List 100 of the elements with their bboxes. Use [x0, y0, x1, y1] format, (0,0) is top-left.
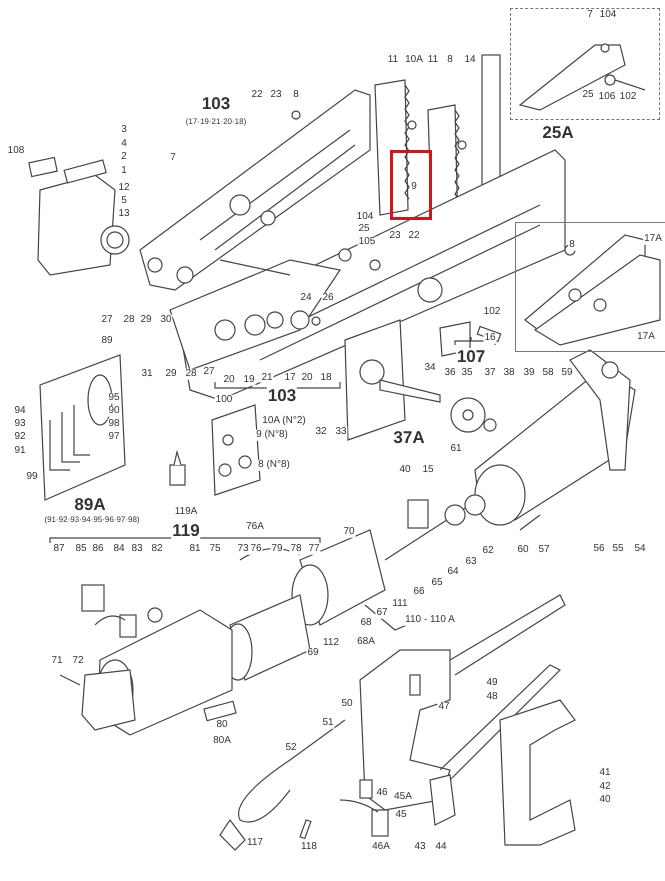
callout-number: 119A [174, 506, 198, 518]
callout-number: 55 [611, 544, 625, 554]
callout-number: 98 [107, 418, 121, 430]
callout-number: 49 [485, 678, 499, 688]
inset-frame [515, 222, 665, 352]
callout-number: 79 [270, 544, 284, 554]
part-list-note: (17·19·21·20·18) [184, 118, 248, 126]
callout-number: 99 [25, 472, 39, 482]
callout-number: 94 [13, 406, 27, 416]
callout-number: 56 [592, 544, 606, 554]
callout-number: 110 - 110 A [404, 614, 456, 626]
callout-number: 105 [358, 236, 376, 248]
callout-number: 32 [314, 426, 328, 438]
callout-number: 82 [150, 544, 164, 554]
callout-number: 40 [598, 794, 612, 806]
callout-number: 38 [502, 368, 516, 378]
callout-number: 91 [13, 446, 27, 456]
callout-number: 118 [300, 842, 318, 852]
callout-number: 104 [356, 212, 374, 222]
callout-number: 75 [208, 544, 222, 554]
callout-number: 28 [184, 368, 198, 380]
callout-number: 17A [643, 234, 663, 244]
callout-number: 83 [130, 544, 144, 554]
callout-number: 33 [334, 426, 348, 438]
callout-number: 90 [107, 406, 121, 416]
callout-number: 84 [112, 544, 126, 554]
callout-number: 19 [242, 374, 256, 386]
callout-number: 10A [404, 54, 424, 66]
callout-number: 25 [581, 90, 595, 100]
callout-number: 80 [215, 720, 229, 730]
callout-number: 36 [443, 368, 457, 378]
callout-number: 26 [321, 292, 335, 304]
callout-number: 28 [122, 314, 136, 326]
callout-number: 23 [388, 230, 402, 242]
callout-number: 70 [342, 526, 356, 538]
callout-number: 29 [139, 314, 153, 326]
callout-number: 77 [307, 544, 321, 554]
callout-number: 58 [541, 368, 555, 378]
callout-number: 10A (N°2) [261, 416, 307, 426]
callout-number: 8 [446, 54, 454, 66]
callout-number: 78 [289, 544, 303, 554]
callout-number: 18 [319, 372, 333, 384]
callout-number: 48 [485, 692, 499, 702]
callout-number: 9 [410, 182, 418, 192]
callout-number: 119 [171, 522, 201, 540]
callout-number: 20 [222, 374, 236, 386]
callout-number: 37 [483, 368, 497, 378]
callout-number: 15 [421, 464, 435, 476]
callout-number: 46A [371, 842, 391, 852]
callout-number: 60 [516, 544, 530, 556]
callout-number: 89 [100, 336, 114, 346]
callout-number: 8 (N°8) [257, 460, 291, 470]
callout-number: 8 [292, 90, 300, 100]
callout-number: 93 [13, 418, 27, 430]
callout-number: 62 [481, 546, 495, 556]
callout-number: 108 [6, 146, 26, 156]
callout-number: 92 [13, 432, 27, 442]
callout-number: 68 [359, 618, 373, 628]
callout-number: 54 [633, 544, 647, 554]
callout-number: 9 (N°8) [255, 430, 289, 440]
callout-number: 87 [52, 544, 66, 554]
callout-number: 30 [159, 314, 173, 326]
callout-number: 65 [430, 578, 444, 588]
callout-number: 3 [120, 124, 128, 136]
callout-number: 20 [300, 372, 314, 384]
callout-number: 102 [618, 92, 638, 102]
callout-number: 23 [269, 90, 283, 100]
callout-number: 76 [249, 544, 263, 554]
callout-number: 80A [212, 736, 232, 746]
callout-number: 16 [483, 332, 497, 344]
callout-number: 57 [537, 544, 551, 556]
callout-number: 50 [340, 698, 354, 710]
callout-number: 29 [164, 368, 178, 380]
callout-number: 25 [357, 224, 371, 234]
callout-number: 8 [568, 240, 576, 250]
callout-number: 40 [398, 464, 412, 476]
callout-number: 104 [598, 10, 618, 20]
callout-number: 73 [236, 544, 250, 554]
callout-number: 31 [140, 368, 154, 380]
callout-number: 106 [598, 92, 616, 102]
callout-number: 95 [107, 392, 121, 404]
callout-number: 66 [412, 586, 426, 598]
callout-number: 69 [306, 648, 320, 658]
part-list-note: (91·92·93·94·95·96·97·98) [43, 516, 141, 524]
callout-number: 102 [482, 306, 502, 318]
callout-number: 34 [423, 362, 437, 374]
callout-number: 63 [464, 556, 478, 568]
callout-number: 61 [449, 444, 463, 454]
callout-number: 76A [245, 522, 265, 532]
callout-number: 39 [522, 368, 536, 378]
callout-number: 46 [375, 788, 389, 798]
callout-number: 100 [214, 394, 234, 406]
callout-number: 97 [107, 432, 121, 442]
callout-number: 35 [460, 368, 474, 378]
callout-number: 67 [375, 608, 389, 618]
callout-number: 45 [394, 810, 408, 820]
callout-number: 59 [560, 368, 574, 378]
callout-number: 13 [117, 208, 131, 220]
callout-number: 45A [393, 792, 413, 802]
callout-number: 52 [284, 742, 298, 754]
